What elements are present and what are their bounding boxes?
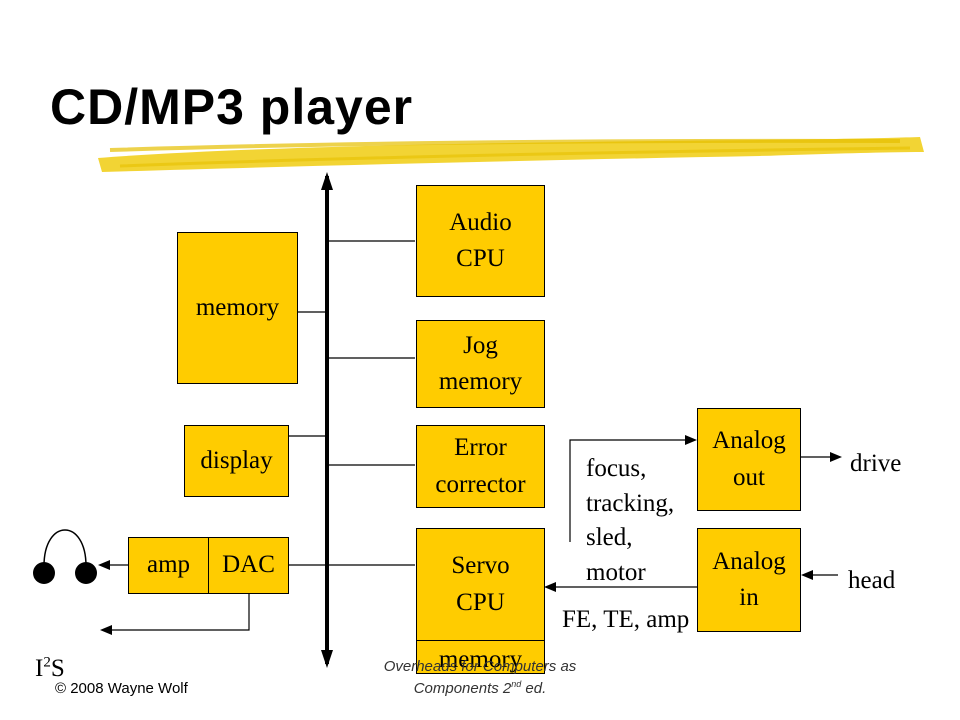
feedback-label: FE, TE, amp — [562, 606, 690, 633]
bus-arrow-bottom — [321, 650, 333, 668]
book-credit-line2: Components 2nd ed. — [413, 678, 547, 697]
audio-cpu-block: Audio CPU — [416, 185, 545, 297]
book-credit: Overheads for Computers as Components 2n… — [340, 656, 620, 700]
servo-cpu-block: Servo CPU — [416, 528, 545, 641]
amp-block: amp — [128, 537, 209, 594]
copyright: © 2008 Wayne Wolf — [55, 680, 188, 697]
servo-signals-label: focus, tracking, sled, motor — [586, 455, 675, 586]
memory-block: memory — [177, 232, 298, 384]
bus-arrow-top — [321, 172, 333, 190]
jog-memory-block: Jog memory — [416, 320, 545, 408]
book-credit-line1: Overheads for Computers as — [383, 658, 577, 675]
display-block: display — [184, 425, 289, 497]
servo-memory-block: memory — [416, 640, 545, 674]
headphones-icon — [33, 529, 97, 584]
error-corrector-block: Error corrector — [416, 425, 545, 508]
i2s-sup: 2 — [43, 654, 51, 671]
dac-block: DAC — [208, 537, 289, 594]
head-label: head — [848, 567, 896, 594]
i2s-tail: S — [50, 654, 65, 682]
drive-label: drive — [850, 450, 902, 477]
slide-title: CD/MP3 player — [50, 79, 414, 135]
analog-out-block: Analog out — [697, 408, 801, 511]
i2s-base: I — [35, 654, 44, 682]
analog-in-block: Analog in — [697, 528, 801, 632]
i2s-label: I2S — [35, 617, 65, 686]
